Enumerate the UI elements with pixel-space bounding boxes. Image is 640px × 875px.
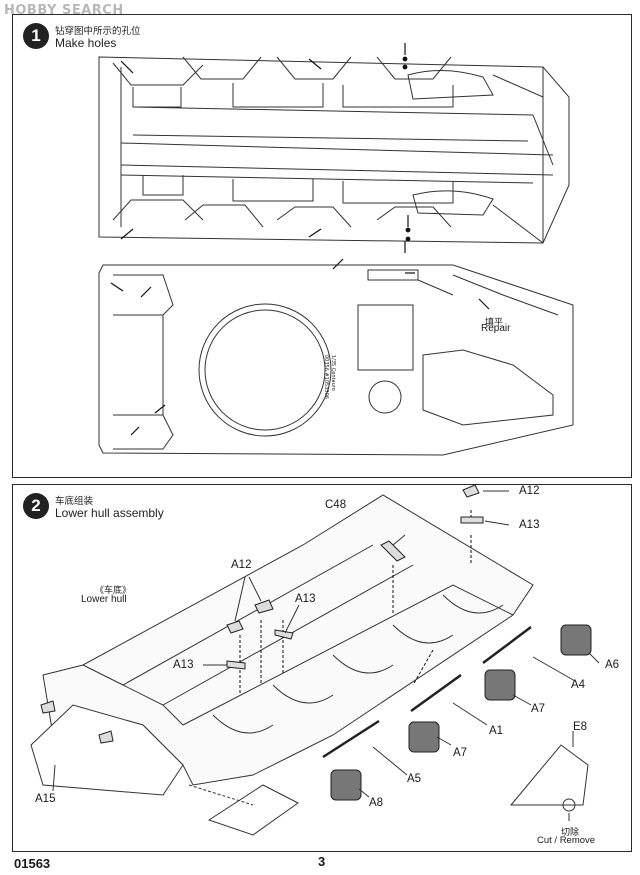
part-c48-label: C48 bbox=[325, 499, 347, 511]
step-2-assembly-drawing bbox=[30, 485, 600, 836]
cut-label-cn: 切除 bbox=[561, 828, 580, 838]
plate-text-2: 00356 #1053306 bbox=[323, 355, 329, 399]
page-number: 3 bbox=[318, 854, 326, 869]
part-a5-label: A5 bbox=[407, 773, 422, 785]
step-1-panel: 1 钻穿图中所示的孔位 Make holes bbox=[12, 14, 632, 478]
part-a1-label: A1 bbox=[489, 725, 504, 737]
step-1-title-cn: 钻穿图中所示的孔位 bbox=[55, 26, 141, 37]
plate-text-1: 1/35 Centauro bbox=[330, 355, 336, 391]
lower-hull-arrows bbox=[110, 258, 490, 436]
part-a12-left-label: A12 bbox=[231, 559, 252, 571]
cut-label-en: Cut / Remove bbox=[537, 835, 596, 846]
part-a7-upper-label: A7 bbox=[531, 703, 546, 715]
part-a13-mid-label: A13 bbox=[295, 593, 316, 605]
lower-hull-label-cn: 《车底》 bbox=[95, 586, 132, 596]
repair-label-cn: 填平 bbox=[485, 318, 504, 328]
step-1-number: 1 bbox=[23, 23, 49, 49]
step-2-title-en: Lower hull assembly bbox=[55, 506, 164, 520]
step-1-hull-drawings bbox=[98, 43, 574, 456]
part-a15-label: A15 bbox=[35, 793, 56, 805]
upper-hull-drawing bbox=[98, 56, 570, 244]
part-a12-top-label: A12 bbox=[519, 485, 540, 497]
part-a8-label: A8 bbox=[369, 797, 384, 809]
part-a6-label: A6 bbox=[605, 659, 620, 671]
part-a13-top-label: A13 bbox=[519, 519, 540, 531]
part-a7-lower-label: A7 bbox=[453, 747, 468, 759]
part-a13-left-label: A13 bbox=[173, 659, 194, 671]
lower-hull-plate bbox=[98, 264, 574, 456]
step-2-title-cn: 车底组装 bbox=[55, 496, 94, 507]
part-a4-label: A4 bbox=[571, 679, 586, 691]
step-2-number: 2 bbox=[23, 493, 49, 519]
upper-hull-arrows bbox=[120, 43, 411, 253]
lower-hull-label-en: Lower hull bbox=[81, 594, 127, 605]
step-2-panel: 2 车底组装 Lower hull assembly bbox=[12, 484, 632, 852]
repair-label-en: Repair bbox=[481, 323, 511, 334]
product-code: 01563 bbox=[14, 856, 51, 871]
step-1-title-en: Make holes bbox=[55, 36, 117, 50]
part-e8-label: E8 bbox=[573, 721, 588, 733]
